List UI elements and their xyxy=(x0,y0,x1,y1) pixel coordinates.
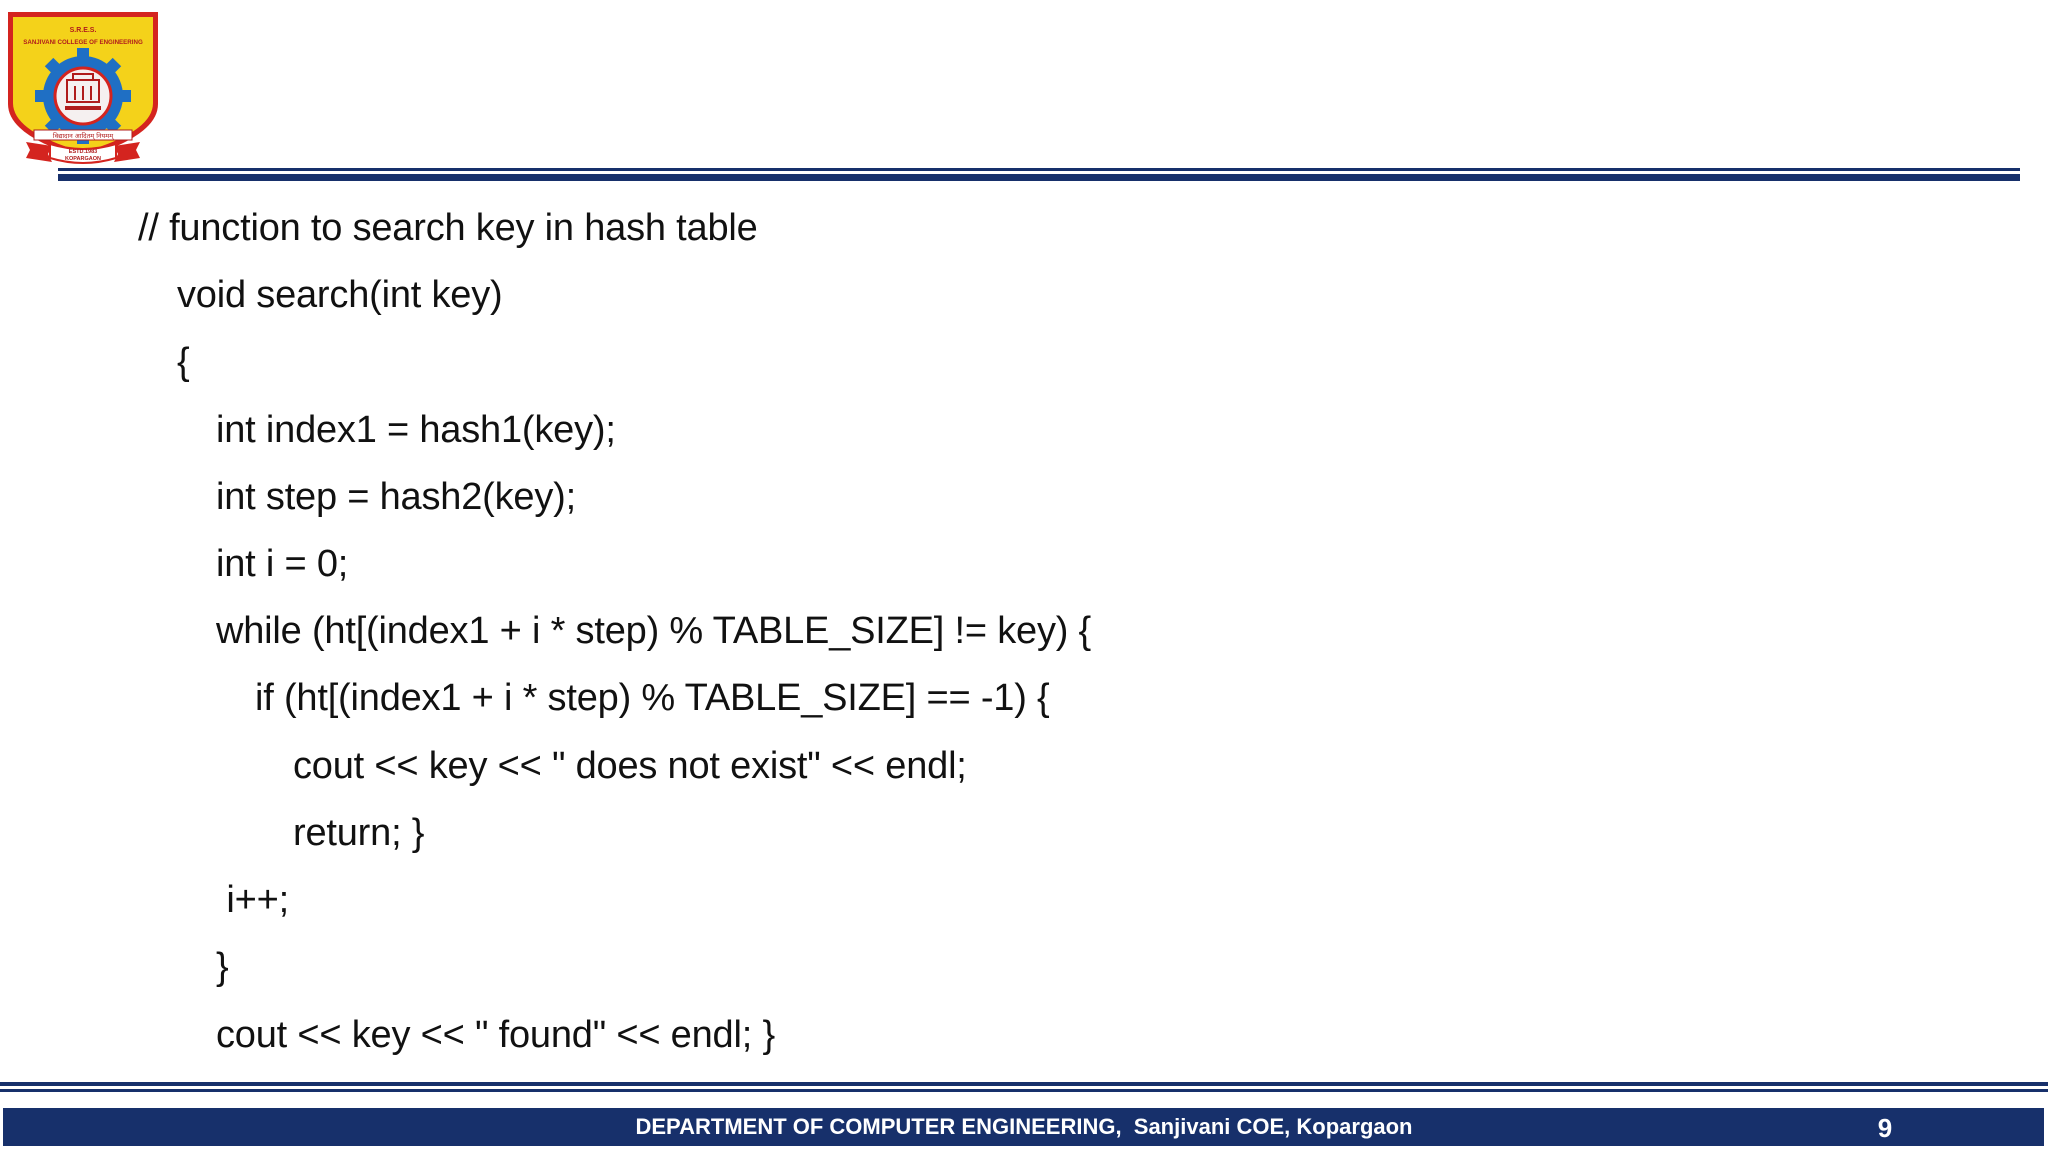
college-logo: S.R.E.S. SANJIVANI COLLEGE OF ENGINEERIN… xyxy=(2,8,164,168)
code-line-i-init: int i = 0; xyxy=(216,543,349,585)
code-line-comment: // function to search key in hash table xyxy=(138,207,758,249)
code-line-index1: int index1 = hash1(key); xyxy=(216,409,616,451)
header-divider-thin xyxy=(58,168,2020,171)
footer-divider-thin xyxy=(0,1082,2048,1086)
footer-divider-second xyxy=(0,1089,2048,1092)
svg-text:विद्यादान आदितम् नियमम्: विद्यादान आदितम् नियमम् xyxy=(53,132,114,140)
footer-department-text: DEPARTMENT OF COMPUTER ENGINEERING, Sanj… xyxy=(635,1114,1413,1139)
code-line-return: return; } xyxy=(293,812,425,854)
code-line-close-brace: } xyxy=(216,946,229,988)
code-line-cout-not-exist: cout << key << " does not exist" << endl… xyxy=(293,745,967,787)
svg-text:KOPARGAON: KOPARGAON xyxy=(65,156,101,162)
svg-text:SANJIVANI COLLEGE OF ENGINEERI: SANJIVANI COLLEGE OF ENGINEERING xyxy=(23,39,143,46)
svg-text:ESTD.1983: ESTD.1983 xyxy=(69,149,97,155)
code-line-function-signature: void search(int key) xyxy=(177,274,503,316)
code-line-open-brace: { xyxy=(177,341,190,383)
svg-text:S.R.E.S.: S.R.E.S. xyxy=(70,27,97,34)
code-line-cout-found: cout << key << " found" << endl; } xyxy=(216,1014,775,1056)
code-line-increment: i++; xyxy=(216,879,289,921)
code-line-while: while (ht[(index1 + i * step) % TABLE_SI… xyxy=(216,610,1092,652)
slide-page-number: 9 xyxy=(1877,1113,1893,1143)
code-line-step: int step = hash2(key); xyxy=(216,476,576,518)
code-line-if: if (ht[(index1 + i * step) % TABLE_SIZE]… xyxy=(255,677,1050,719)
header-divider-thick xyxy=(58,174,2020,181)
footer-bar xyxy=(3,1108,2044,1146)
